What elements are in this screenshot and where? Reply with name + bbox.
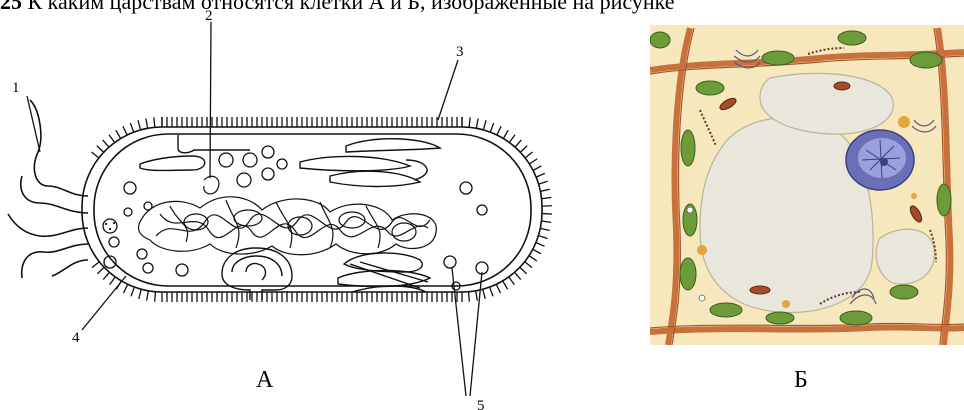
pilus	[496, 284, 500, 293]
pilus	[532, 249, 541, 254]
pilus	[541, 221, 551, 222]
pilus	[97, 146, 104, 153]
pilus	[515, 140, 522, 148]
pilus	[109, 135, 115, 143]
label-2: 2	[205, 8, 213, 24]
pilus	[123, 126, 127, 135]
pilus	[139, 289, 142, 299]
pilus	[538, 181, 548, 184]
pilus	[538, 235, 547, 238]
pilus	[130, 123, 134, 132]
pilus	[529, 255, 537, 261]
pilus	[535, 242, 544, 246]
pilus	[509, 277, 515, 285]
pilus	[540, 228, 550, 230]
pilus	[92, 152, 100, 158]
pilus	[503, 281, 508, 290]
pilus	[116, 130, 121, 139]
pilus	[131, 287, 134, 296]
pilus	[509, 135, 515, 143]
pilus	[525, 152, 533, 158]
pilus	[520, 146, 527, 153]
label-3: 3	[456, 44, 464, 60]
pilus	[476, 291, 478, 301]
pilus	[540, 189, 550, 191]
label-5: 5	[477, 398, 485, 410]
flagella	[8, 100, 88, 278]
nucleoid	[138, 176, 436, 254]
pilus	[503, 130, 508, 139]
pilus	[154, 117, 155, 127]
pilus	[103, 272, 110, 280]
mesosome-upper	[140, 135, 250, 171]
pilus	[541, 197, 551, 198]
pilus	[529, 159, 537, 164]
pilus	[519, 267, 526, 274]
pilus	[476, 118, 478, 128]
nucleus	[846, 130, 914, 190]
pilus	[524, 261, 532, 267]
pilus	[490, 287, 493, 296]
pilus	[497, 126, 501, 135]
pilus	[103, 140, 110, 148]
pilus	[92, 261, 100, 267]
pilus	[155, 292, 156, 302]
inclusion-dots	[105, 222, 115, 230]
pilus	[483, 289, 486, 299]
pilus	[469, 292, 470, 302]
label-1: 1	[12, 80, 20, 96]
pilus	[533, 166, 542, 171]
pilus	[138, 120, 141, 130]
membrane-folds-lower-right	[338, 253, 430, 292]
pilus	[483, 120, 486, 130]
pilus	[469, 117, 470, 127]
membrane-folds-upper-right	[300, 139, 440, 187]
caption-b: Б	[794, 367, 808, 393]
bacterial-cell-diagram	[8, 22, 552, 396]
label-pointers	[27, 22, 482, 396]
pilus	[110, 277, 116, 285]
pilus	[124, 284, 128, 293]
central-vacuole	[700, 118, 873, 313]
pilus	[490, 123, 494, 132]
pilus	[514, 272, 521, 280]
plant-cell-illustration	[650, 25, 964, 345]
pilus	[147, 291, 149, 301]
cell-membrane	[94, 134, 531, 286]
pilus	[146, 118, 148, 128]
label-4: 4	[72, 330, 80, 346]
pilus	[536, 173, 545, 177]
pilus	[97, 267, 104, 274]
caption-a: А	[256, 367, 274, 393]
